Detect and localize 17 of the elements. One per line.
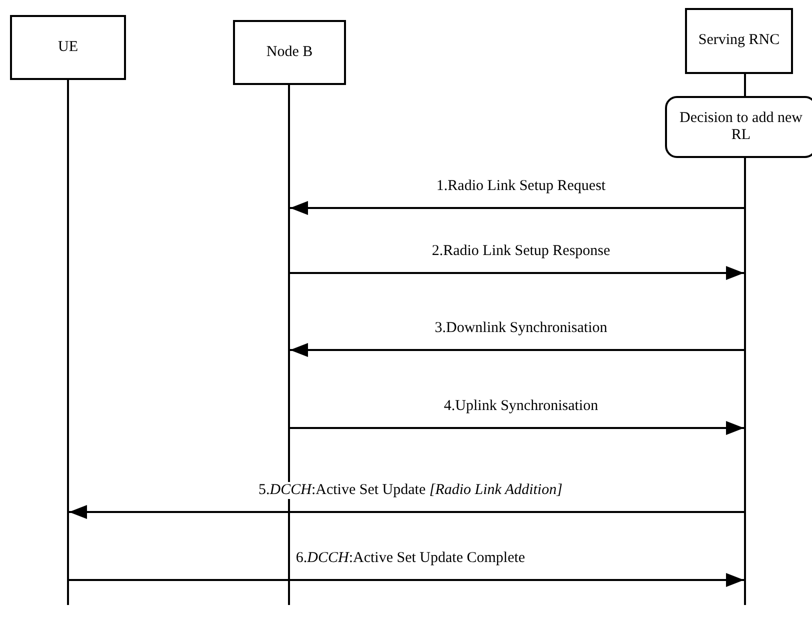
message-label: 4.Uplink Synchronisation (442, 398, 600, 415)
entity-box: Node B (233, 20, 346, 85)
message-label: 2.Radio Link Setup Response (430, 243, 612, 260)
message-label: 6.DCCH:Active Set Update Complete (294, 550, 528, 567)
message-arrow (290, 266, 744, 280)
lifeline (67, 80, 69, 605)
message-label: 5.DCCH:Active Set Update [Radio Link Addition] (256, 482, 564, 499)
entity-box: UE (10, 15, 126, 80)
decision-box: Decision to add new RL (665, 96, 812, 158)
message-arrow (69, 573, 744, 587)
lifeline (288, 85, 290, 605)
entity-box: Serving RNC (685, 8, 793, 74)
message-arrow (290, 201, 744, 215)
message-arrow (69, 505, 744, 519)
message-label: 3.Downlink Synchronisation (432, 320, 610, 337)
message-arrow (290, 421, 744, 435)
message-arrow (290, 343, 744, 357)
